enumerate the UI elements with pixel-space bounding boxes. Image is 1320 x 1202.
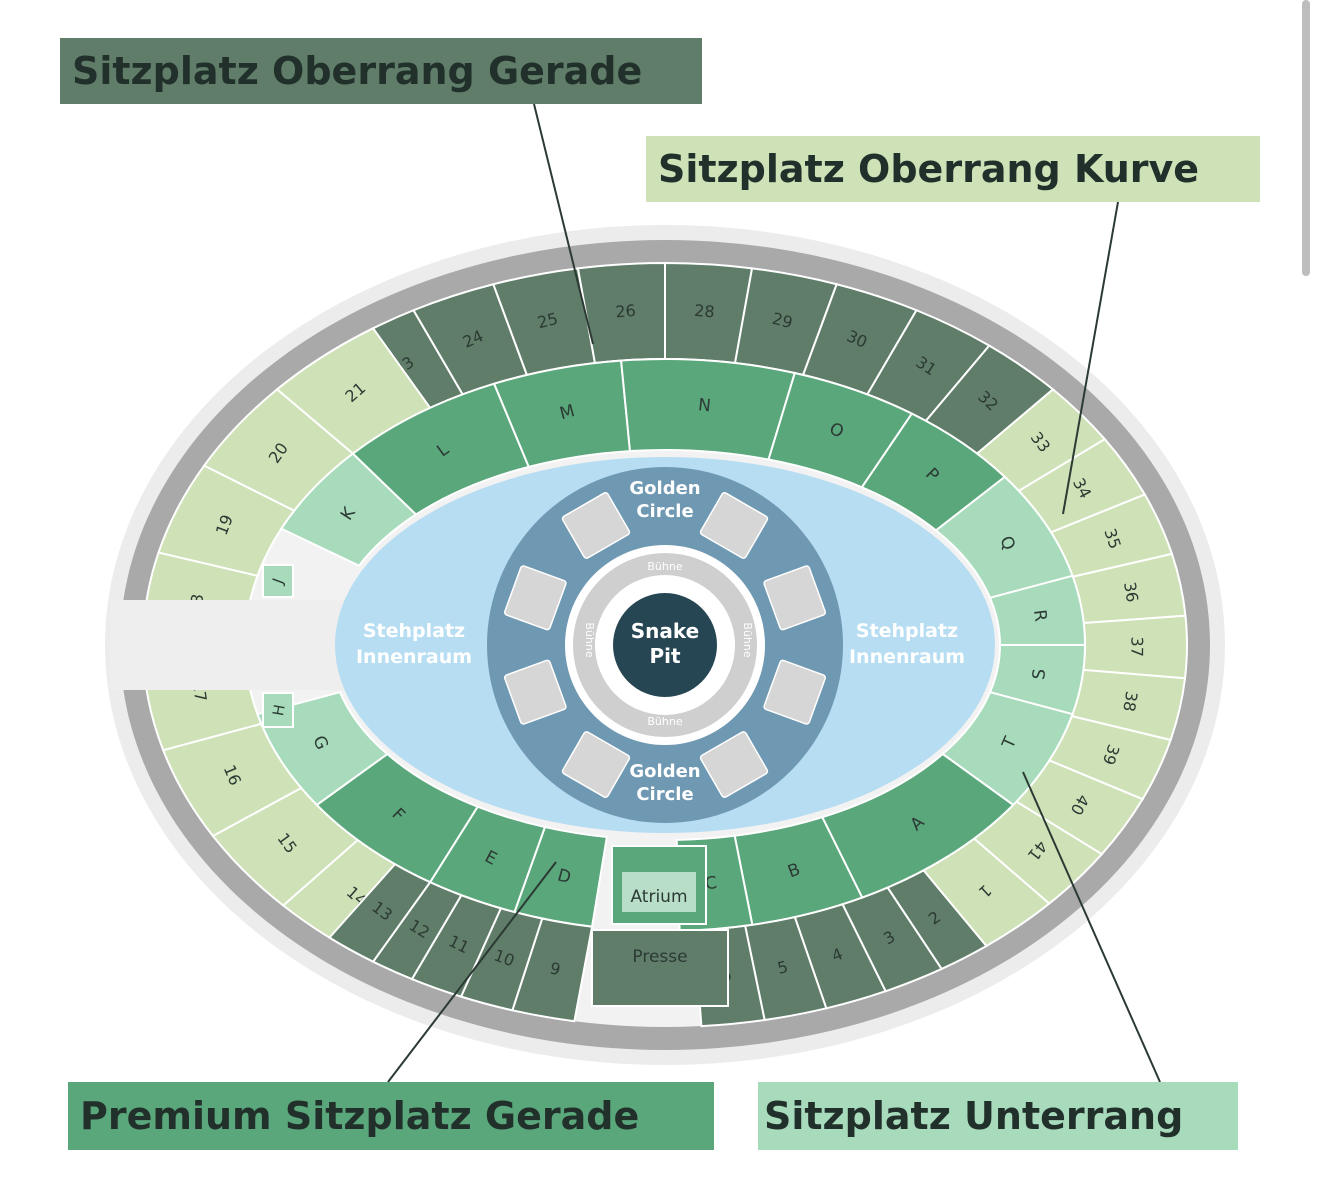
callout-oberrang-gerade: Sitzplatz Oberrang Gerade: [60, 38, 702, 104]
callout-premium-gerade: Premium Sitzplatz Gerade: [68, 1082, 714, 1150]
buehne-label-right: Bühne: [741, 622, 754, 657]
section-38-r-label: 38: [1119, 690, 1141, 713]
section-29-label: 29: [770, 309, 794, 332]
buehne-label-top: Bühne: [647, 560, 682, 573]
golden-circle-top-2: Circle: [636, 501, 693, 522]
buehne-label-left: Bühne: [583, 622, 596, 657]
buehne-label-bottom: Bühne: [647, 715, 682, 728]
section-S-label: S: [1029, 668, 1050, 681]
golden-circle-bottom-1: Golden: [629, 761, 700, 782]
section-N-label: N: [697, 395, 712, 416]
golden-circle-bottom-2: Circle: [636, 784, 693, 805]
section-28-label: 28: [694, 301, 716, 322]
section-atrium-label: Atrium: [630, 887, 687, 907]
golden-circle-block: [699, 492, 769, 559]
golden-circle-block: [503, 565, 567, 631]
callout-oberrang-kurve: Sitzplatz Oberrang Kurve: [646, 136, 1260, 202]
golden-circle-blocks: [503, 492, 827, 798]
snake-pit[interactable]: [613, 593, 717, 697]
stehplatz-right-1: Stehplatz: [856, 620, 958, 642]
leader-premium: [387, 861, 557, 1083]
section-h-label: H: [269, 703, 289, 717]
section-37-r-label: 37: [1127, 637, 1146, 657]
snake-pit-label-2: Pit: [649, 644, 681, 668]
golden-circle-block: [503, 659, 567, 725]
section-C-label: C: [704, 873, 718, 894]
callout-unterrang: Sitzplatz Unterrang: [758, 1082, 1238, 1150]
section-9-b-label: 9: [548, 958, 562, 979]
golden-circle-block: [699, 731, 769, 798]
section-D-label: D: [555, 865, 573, 888]
entrance-tunnel: [110, 600, 370, 690]
golden-circle-block: [763, 659, 827, 725]
scrollbar[interactable]: [1302, 0, 1310, 276]
section-j-label: J: [268, 576, 287, 587]
golden-circle-block: [763, 565, 827, 631]
stehplatz-left-1: Stehplatz: [363, 620, 465, 642]
section-5-b-label: 5: [775, 957, 790, 978]
section-presse-label: Presse: [632, 947, 687, 967]
golden-circle-block: [561, 492, 631, 559]
stehplatz-left-2: Innenraum: [356, 646, 472, 668]
snake-pit-label-1: Snake: [631, 619, 699, 643]
leader-oberrang-gerade: [533, 103, 594, 345]
section-presse[interactable]: [591, 929, 729, 1007]
stehplatz-right-2: Innenraum: [849, 646, 965, 668]
section-26-label: 26: [615, 301, 637, 322]
section-j[interactable]: [262, 564, 294, 598]
leader-oberrang-kurve: [1062, 201, 1119, 515]
leader-unterrang: [1022, 771, 1161, 1083]
section-36-r-label: 36: [1120, 580, 1142, 603]
section-h[interactable]: [262, 692, 294, 728]
section-M-label: M: [558, 401, 577, 424]
golden-circle-top-1: Golden: [629, 478, 700, 499]
atrium-inner: [622, 872, 696, 912]
golden-circle-block: [561, 731, 631, 798]
section-25-label: 25: [535, 309, 559, 332]
section-R-label: R: [1029, 609, 1050, 623]
